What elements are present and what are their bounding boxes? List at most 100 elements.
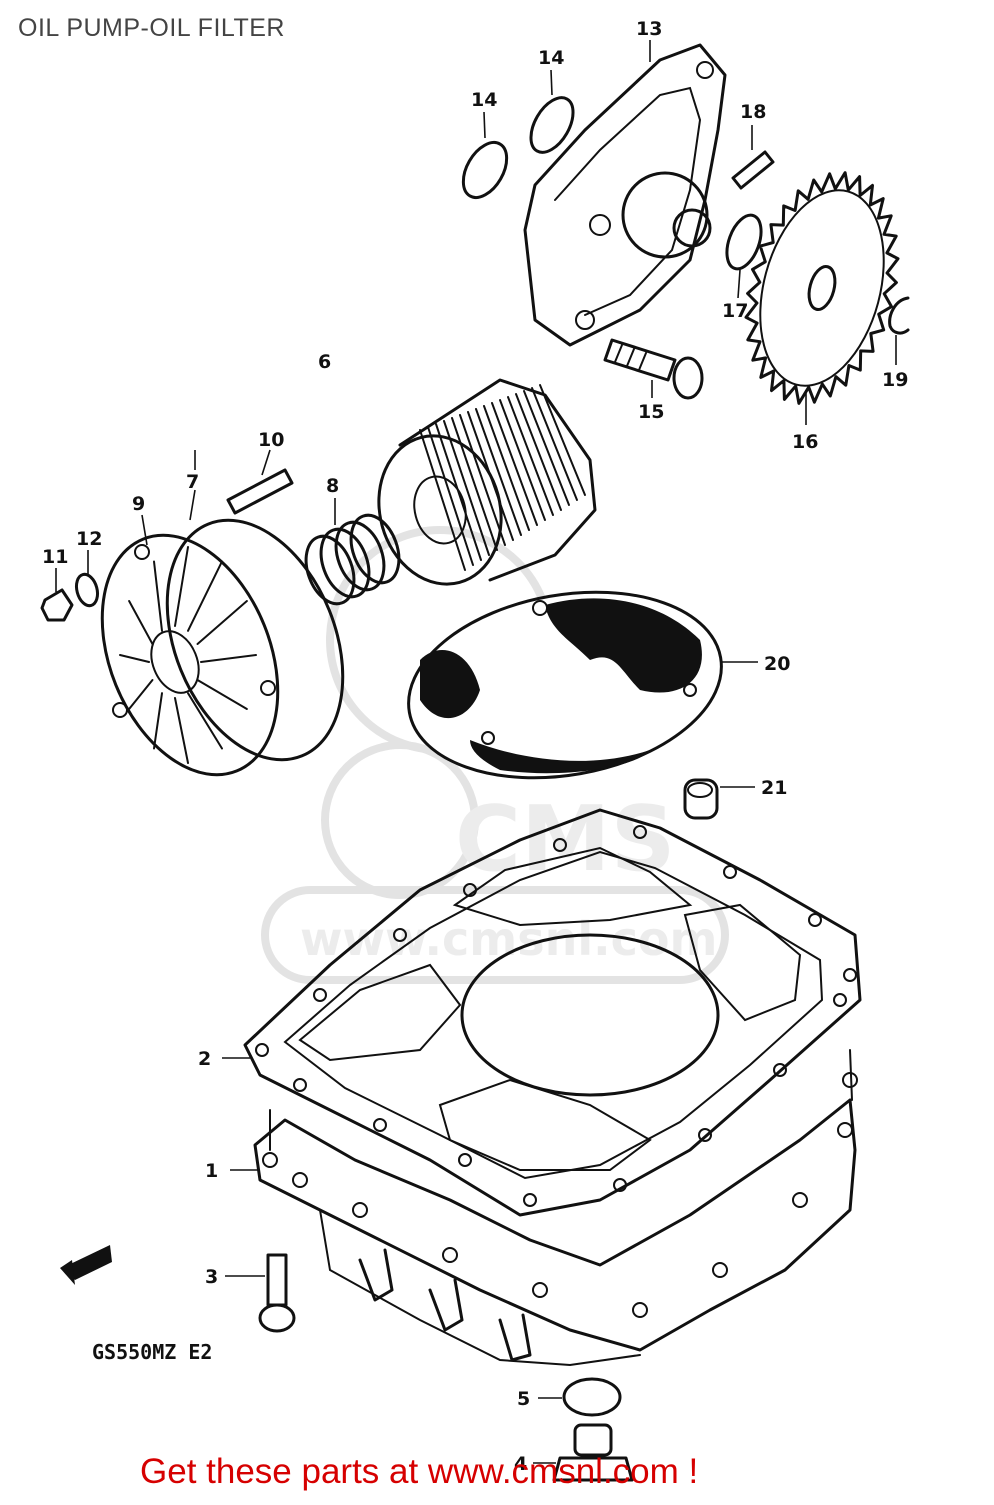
- pan-bolt-hole: [842, 1072, 858, 1088]
- gasket-bolt-hole: [843, 968, 857, 982]
- filter-pleat: [427, 426, 474, 566]
- callouts: 1 2 3 4 5 6 7 8 9 10 11 12 13 14 14 15 1: [42, 18, 908, 1475]
- cap-rib: [187, 692, 223, 750]
- part-pin-18: [731, 150, 775, 190]
- pan-bolt-hole: [712, 1262, 728, 1278]
- filter-pleat: [467, 411, 514, 541]
- part-o-ring-14a: [461, 141, 509, 199]
- gasket-bolt-hole: [633, 825, 647, 839]
- gasket-bolt-hole: [523, 1193, 537, 1207]
- part-gear-16: [744, 171, 900, 405]
- callout-13: 13: [636, 18, 662, 40]
- gasket-bolt-hole: [723, 865, 737, 879]
- callout-9: 9: [132, 493, 145, 515]
- cap-rib: [153, 560, 163, 632]
- shop-link[interactable]: Get these parts at www.cmsnl.com !: [140, 1452, 699, 1491]
- gasket-bolt-hole: [773, 1063, 787, 1077]
- callout-14a: 14: [471, 89, 497, 111]
- watermark: CMS www.cmsnl.com: [261, 526, 729, 984]
- gasket-bolt-hole: [698, 1128, 712, 1142]
- callout-19: 19: [882, 369, 908, 391]
- callout-12: 12: [76, 528, 102, 550]
- part-o-ring-14b: [529, 96, 575, 154]
- pan-bolt-hole: [792, 1192, 808, 1208]
- gasket-bolt-hole: [313, 988, 327, 1002]
- part-drain-plug-4: [552, 1423, 634, 1482]
- part-bolt-3: [258, 1253, 296, 1333]
- part-o-ring-5: [562, 1377, 622, 1417]
- part-gasket-7: [165, 518, 345, 762]
- page-title: OIL PUMP-OIL FILTER: [18, 14, 285, 42]
- callout-4: 4: [514, 1453, 527, 1475]
- callout-3: 3: [205, 1266, 218, 1288]
- gasket-bolt-hole: [373, 1118, 387, 1132]
- filter-pleat: [523, 390, 570, 506]
- callout-11: 11: [42, 546, 68, 568]
- gasket-bolt-hole: [293, 1078, 307, 1092]
- filter-pleat: [507, 396, 554, 516]
- callout-15: 15: [638, 401, 664, 423]
- cap-rib: [187, 560, 223, 632]
- pan-bolt-hole: [837, 1122, 853, 1138]
- gasket-bolt-hole: [458, 1153, 472, 1167]
- model-code-label: GS550MZ E2: [92, 1340, 213, 1364]
- part-washer-12: [74, 572, 100, 608]
- gasket-bolt-hole: [255, 1043, 269, 1057]
- cap-rib: [153, 692, 163, 750]
- part-nut-11: [40, 588, 74, 622]
- part-pipe-21: [683, 778, 719, 820]
- gasket-bolt-hole: [463, 883, 477, 897]
- cap-rib: [196, 600, 248, 645]
- callout-18: 18: [740, 101, 766, 123]
- cap-rib: [196, 679, 248, 710]
- pan-bolt-hole: [442, 1247, 458, 1263]
- gasket-bolt-hole: [553, 838, 567, 852]
- cap-rib: [119, 654, 150, 663]
- pan-bolt-hole: [532, 1282, 548, 1298]
- pan-bolt-hole: [352, 1202, 368, 1218]
- part-spring-8: [304, 513, 401, 606]
- filter-pleat: [475, 408, 522, 536]
- part-oil-filter: [377, 378, 597, 586]
- cap-rib: [174, 546, 189, 627]
- pan-bolt-hole: [292, 1172, 308, 1188]
- part-bolt-15: [603, 338, 704, 400]
- gasket-bolt-hole: [393, 928, 407, 942]
- filter-pleat: [443, 420, 490, 556]
- callout-21: 21: [761, 777, 787, 799]
- callout-2: 2: [198, 1048, 211, 1070]
- callout-8: 8: [326, 475, 339, 497]
- filter-pleat: [419, 429, 466, 571]
- part-oil-pan-1: [253, 1049, 858, 1367]
- front-arrow-icon: [60, 1245, 112, 1285]
- filter-pleat: [451, 417, 498, 551]
- part-oil-pump: [523, 43, 727, 347]
- cap-rib: [174, 697, 189, 764]
- callout-7: 7: [186, 471, 199, 493]
- part-pan-gasket-2: [243, 808, 862, 1217]
- watermark-logo: CMS: [455, 787, 675, 892]
- callout-20: 20: [764, 653, 790, 675]
- callout-16: 16: [792, 431, 818, 453]
- filter-pleat: [531, 387, 578, 501]
- gasket-bolt-hole: [808, 913, 822, 927]
- cap-rib: [128, 679, 154, 710]
- gasket-bolt-hole: [833, 993, 847, 1007]
- callout-14b: 14: [538, 47, 564, 69]
- filter-pleat: [499, 399, 546, 521]
- part-circlip-19: [888, 296, 910, 335]
- filter-pleat: [483, 405, 530, 531]
- filter-pleat: [491, 402, 538, 526]
- part-filter-cap-9: [100, 533, 280, 777]
- callout-5: 5: [517, 1388, 530, 1410]
- cap-rib: [200, 654, 257, 663]
- part-washer-17: [725, 213, 763, 271]
- part-pin-10: [226, 468, 294, 515]
- callout-17: 17: [722, 300, 748, 322]
- filter-pleat: [435, 423, 482, 561]
- callout-6: 6: [318, 351, 331, 373]
- pan-bolt-hole: [632, 1302, 648, 1318]
- callout-1: 1: [205, 1160, 218, 1182]
